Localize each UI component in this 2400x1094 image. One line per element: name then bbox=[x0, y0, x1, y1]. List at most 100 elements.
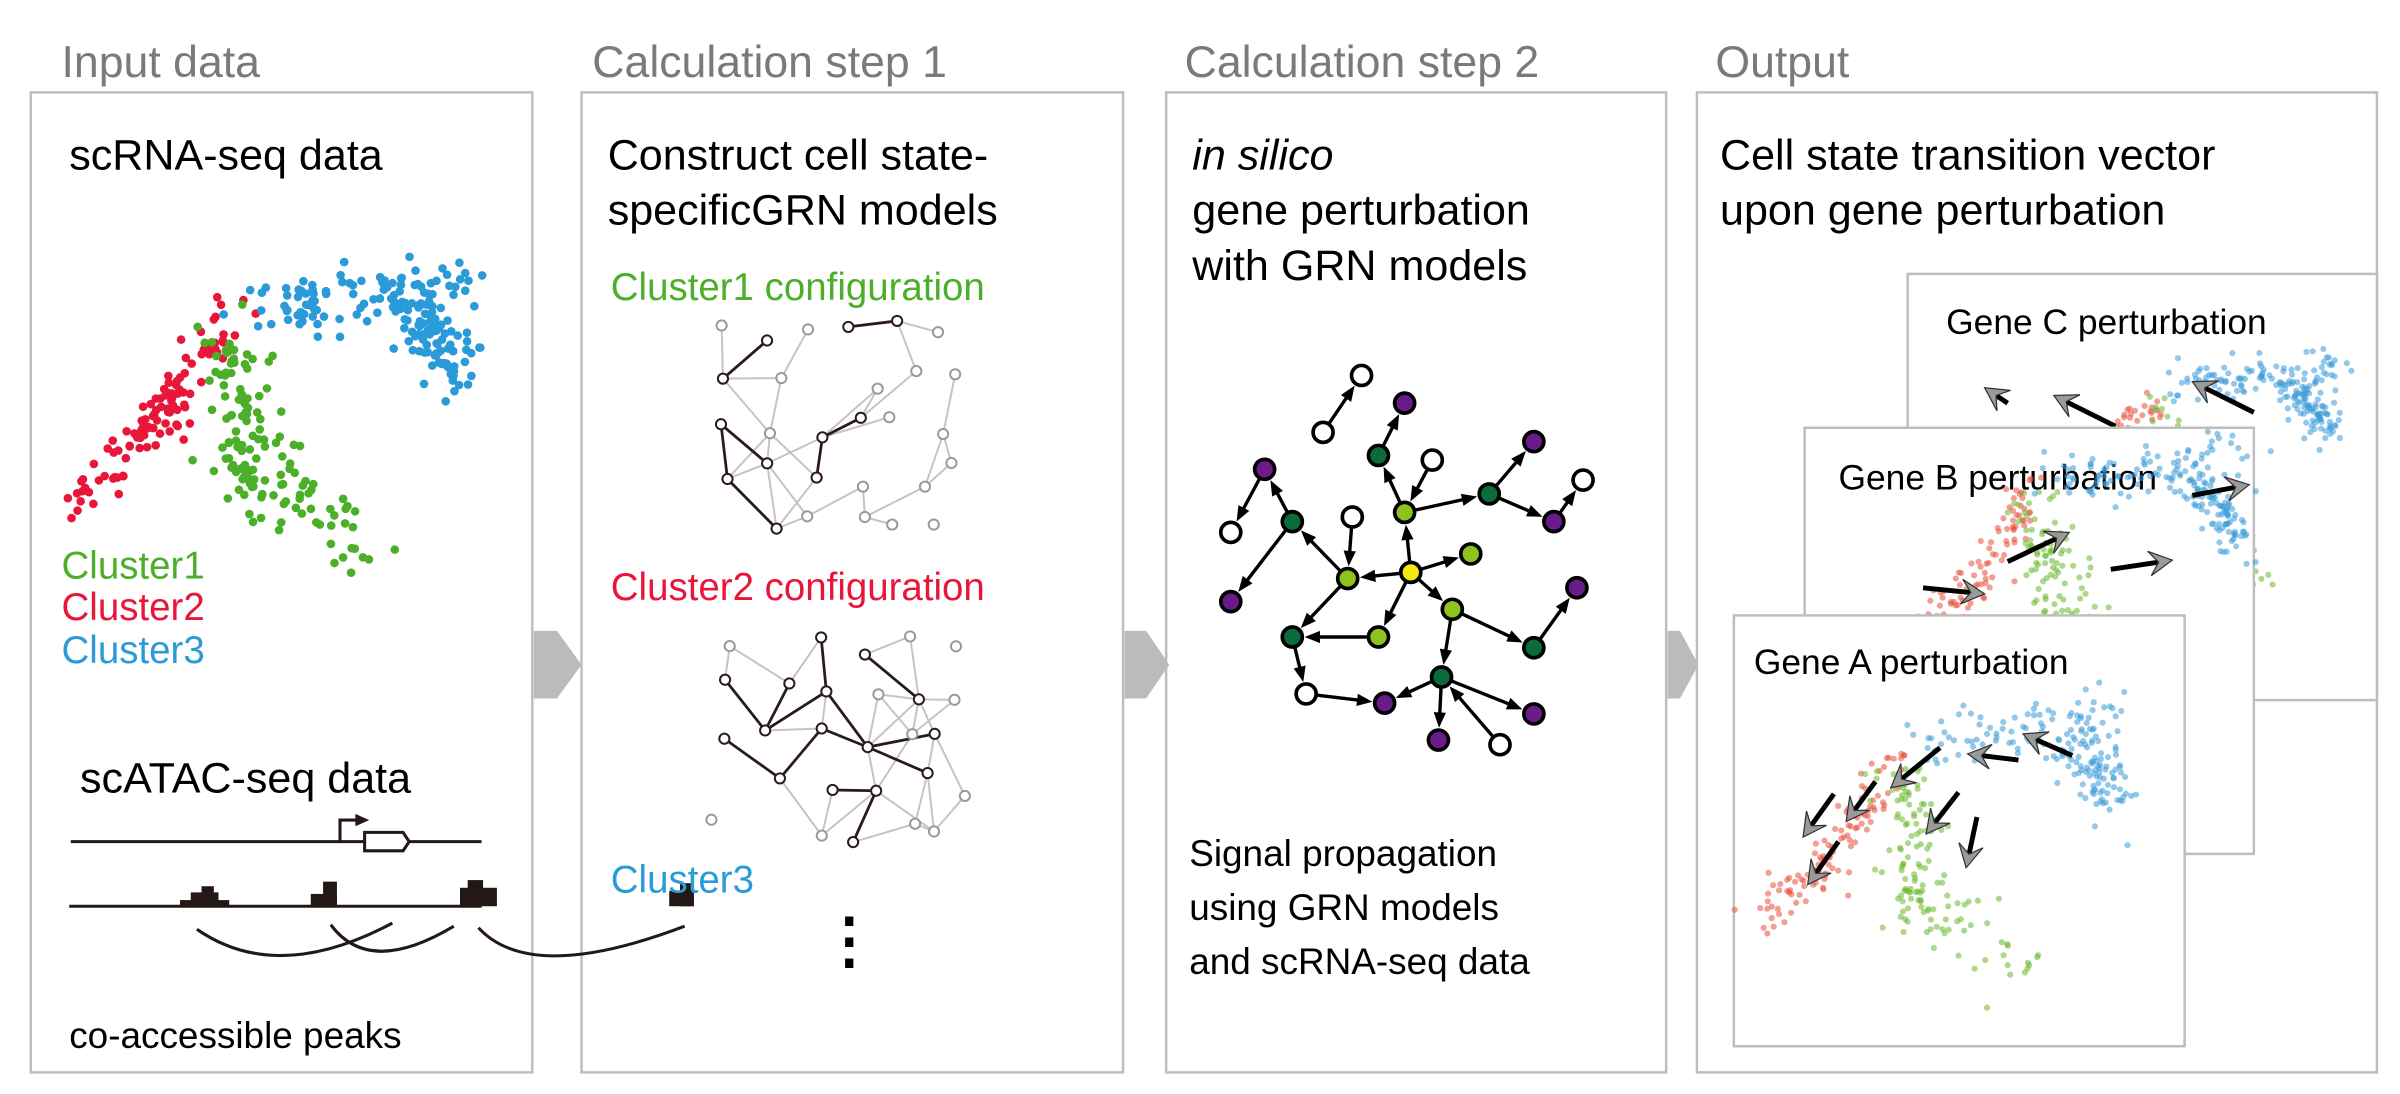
cluster3-cell-point bbox=[436, 303, 446, 313]
cluster1-cell-point bbox=[1965, 898, 1972, 905]
grn-gene-node bbox=[716, 372, 730, 385]
cluster2-cell-point bbox=[1795, 872, 1802, 879]
cluster2-cell-point bbox=[1820, 884, 1827, 891]
grn-gene-node bbox=[937, 427, 950, 441]
cluster3-cell-point bbox=[396, 280, 406, 289]
cluster1-cell-point bbox=[2004, 942, 2011, 949]
cluster3-cell-point bbox=[396, 304, 405, 314]
cluster3-cell-point bbox=[2309, 348, 2316, 355]
cluster1-cell-point bbox=[1921, 865, 1928, 872]
cluster2-cell-point bbox=[142, 442, 152, 452]
cluster1-cell-point bbox=[205, 376, 214, 385]
atac-track-diagram bbox=[69, 813, 694, 958]
cluster1-cell-point bbox=[235, 384, 245, 394]
cluster3-cell-point bbox=[2089, 788, 2096, 795]
cluster3-cell-point bbox=[2317, 389, 2324, 396]
cluster3-cell-point bbox=[2075, 699, 2082, 706]
cluster3-cell-point bbox=[2049, 716, 2056, 723]
cluster3-cell-point bbox=[2030, 712, 2038, 719]
cluster1-cell-point bbox=[255, 414, 265, 424]
cluster3-cell-point bbox=[2071, 736, 2078, 743]
cluster3-cell-point bbox=[256, 306, 266, 315]
cluster2-cell-point bbox=[2114, 418, 2121, 425]
cluster3-cell-point bbox=[404, 336, 414, 346]
edge-arrowhead-icon bbox=[1386, 414, 1400, 431]
cluster3-cell-point bbox=[2204, 449, 2211, 456]
cluster1-cell-point bbox=[2024, 965, 2031, 972]
edge-arrowhead-icon bbox=[1293, 665, 1306, 682]
cluster1-cell-point bbox=[2076, 574, 2083, 581]
cluster3-cell-point bbox=[445, 281, 454, 291]
cluster1-cell-point bbox=[242, 409, 252, 419]
cluster3-cell-point bbox=[2093, 773, 2100, 780]
cluster3-cell-point bbox=[2031, 490, 2038, 497]
regulation-edge bbox=[1315, 693, 1364, 703]
cluster3-cell-point bbox=[2067, 726, 2074, 733]
cluster3-cell-point bbox=[2207, 500, 2214, 507]
cluster3-cell-point bbox=[2065, 763, 2072, 770]
cluster3-cell-point bbox=[450, 386, 459, 396]
grn-active-edge bbox=[848, 319, 898, 329]
cluster2-cell-point bbox=[1801, 883, 1808, 890]
cluster3-cell-point bbox=[2301, 404, 2308, 411]
cluster2-cell-point bbox=[1792, 878, 1799, 885]
cluster2-cell-point bbox=[1846, 837, 1853, 844]
cluster3-cell-point bbox=[2132, 791, 2140, 798]
cluster3-cell-point bbox=[2146, 473, 2154, 480]
cluster3-cell-point bbox=[2239, 387, 2246, 394]
cluster3-cell-point bbox=[2199, 525, 2206, 532]
cluster1-cell-point bbox=[2035, 561, 2042, 568]
cluster1-cell-point bbox=[1900, 860, 1907, 867]
cluster2-cell-point bbox=[89, 499, 98, 509]
grn-active-edge bbox=[864, 653, 920, 701]
cluster1-cell-point bbox=[1941, 872, 1948, 879]
cluster3-cell-point bbox=[1904, 721, 1911, 729]
cluster1-cell-point bbox=[223, 494, 233, 503]
cluster3-cell-point bbox=[245, 285, 255, 295]
cluster2-cell-point bbox=[2012, 523, 2019, 530]
grn-edge bbox=[911, 699, 956, 735]
cluster3-cell-point bbox=[462, 337, 472, 346]
cluster3-cell-point bbox=[2326, 418, 2333, 426]
cluster2-cell-point bbox=[2011, 536, 2018, 543]
regulation-edge bbox=[1305, 584, 1343, 623]
cluster1-grn-graph bbox=[714, 314, 962, 535]
cluster3-cell-point bbox=[2173, 466, 2180, 473]
cluster1-cell-point bbox=[2021, 489, 2028, 497]
cluster1-cell-point bbox=[1939, 926, 1946, 933]
grn-active-edge bbox=[815, 437, 824, 478]
gene-a-scatter bbox=[1731, 679, 2140, 1011]
input-panel bbox=[29, 91, 534, 1074]
cluster3-cell-point bbox=[2074, 712, 2081, 719]
cluster3-cell-point bbox=[1964, 737, 1971, 744]
cluster1-cell-point bbox=[1923, 929, 1930, 936]
cluster3-cell-point bbox=[2307, 428, 2314, 436]
cluster2-cell-point bbox=[181, 353, 191, 363]
cluster1-cell-point bbox=[1900, 928, 1907, 935]
grn-edge bbox=[878, 693, 920, 701]
cluster2-cell-point bbox=[1936, 602, 1943, 609]
cluster1-cell-point bbox=[243, 394, 252, 403]
cluster1-cell-point bbox=[1917, 841, 1924, 848]
grn-gene-node bbox=[718, 673, 732, 686]
cluster3-cell-point bbox=[2112, 504, 2119, 511]
cluster1-cell-point bbox=[281, 497, 291, 506]
cluster3-cell-point bbox=[2303, 419, 2310, 426]
cluster1-cell-point bbox=[1916, 806, 1923, 813]
cluster1-cell-point bbox=[2060, 596, 2067, 603]
cluster3-cell-point bbox=[460, 286, 470, 295]
grn-edge bbox=[820, 789, 834, 836]
edge-arrowhead-icon bbox=[1511, 450, 1526, 467]
cluster2-cell-point bbox=[1854, 824, 1861, 831]
grn-active-edge bbox=[719, 424, 729, 480]
cluster3-cell-point bbox=[2322, 435, 2329, 442]
cluster3-cell-point bbox=[2256, 349, 2263, 357]
cluster3-cell-point bbox=[2203, 365, 2210, 372]
cluster1-cell-point bbox=[1925, 905, 1932, 913]
cluster2-cell-point bbox=[1879, 799, 1886, 806]
cluster2-cell-point bbox=[1781, 919, 1788, 926]
cluster2-cell-point bbox=[73, 506, 82, 515]
cluster2-cell-point bbox=[121, 453, 131, 463]
cluster3-cell-point bbox=[2064, 473, 2071, 480]
cluster1-cell-point bbox=[1918, 903, 1925, 911]
